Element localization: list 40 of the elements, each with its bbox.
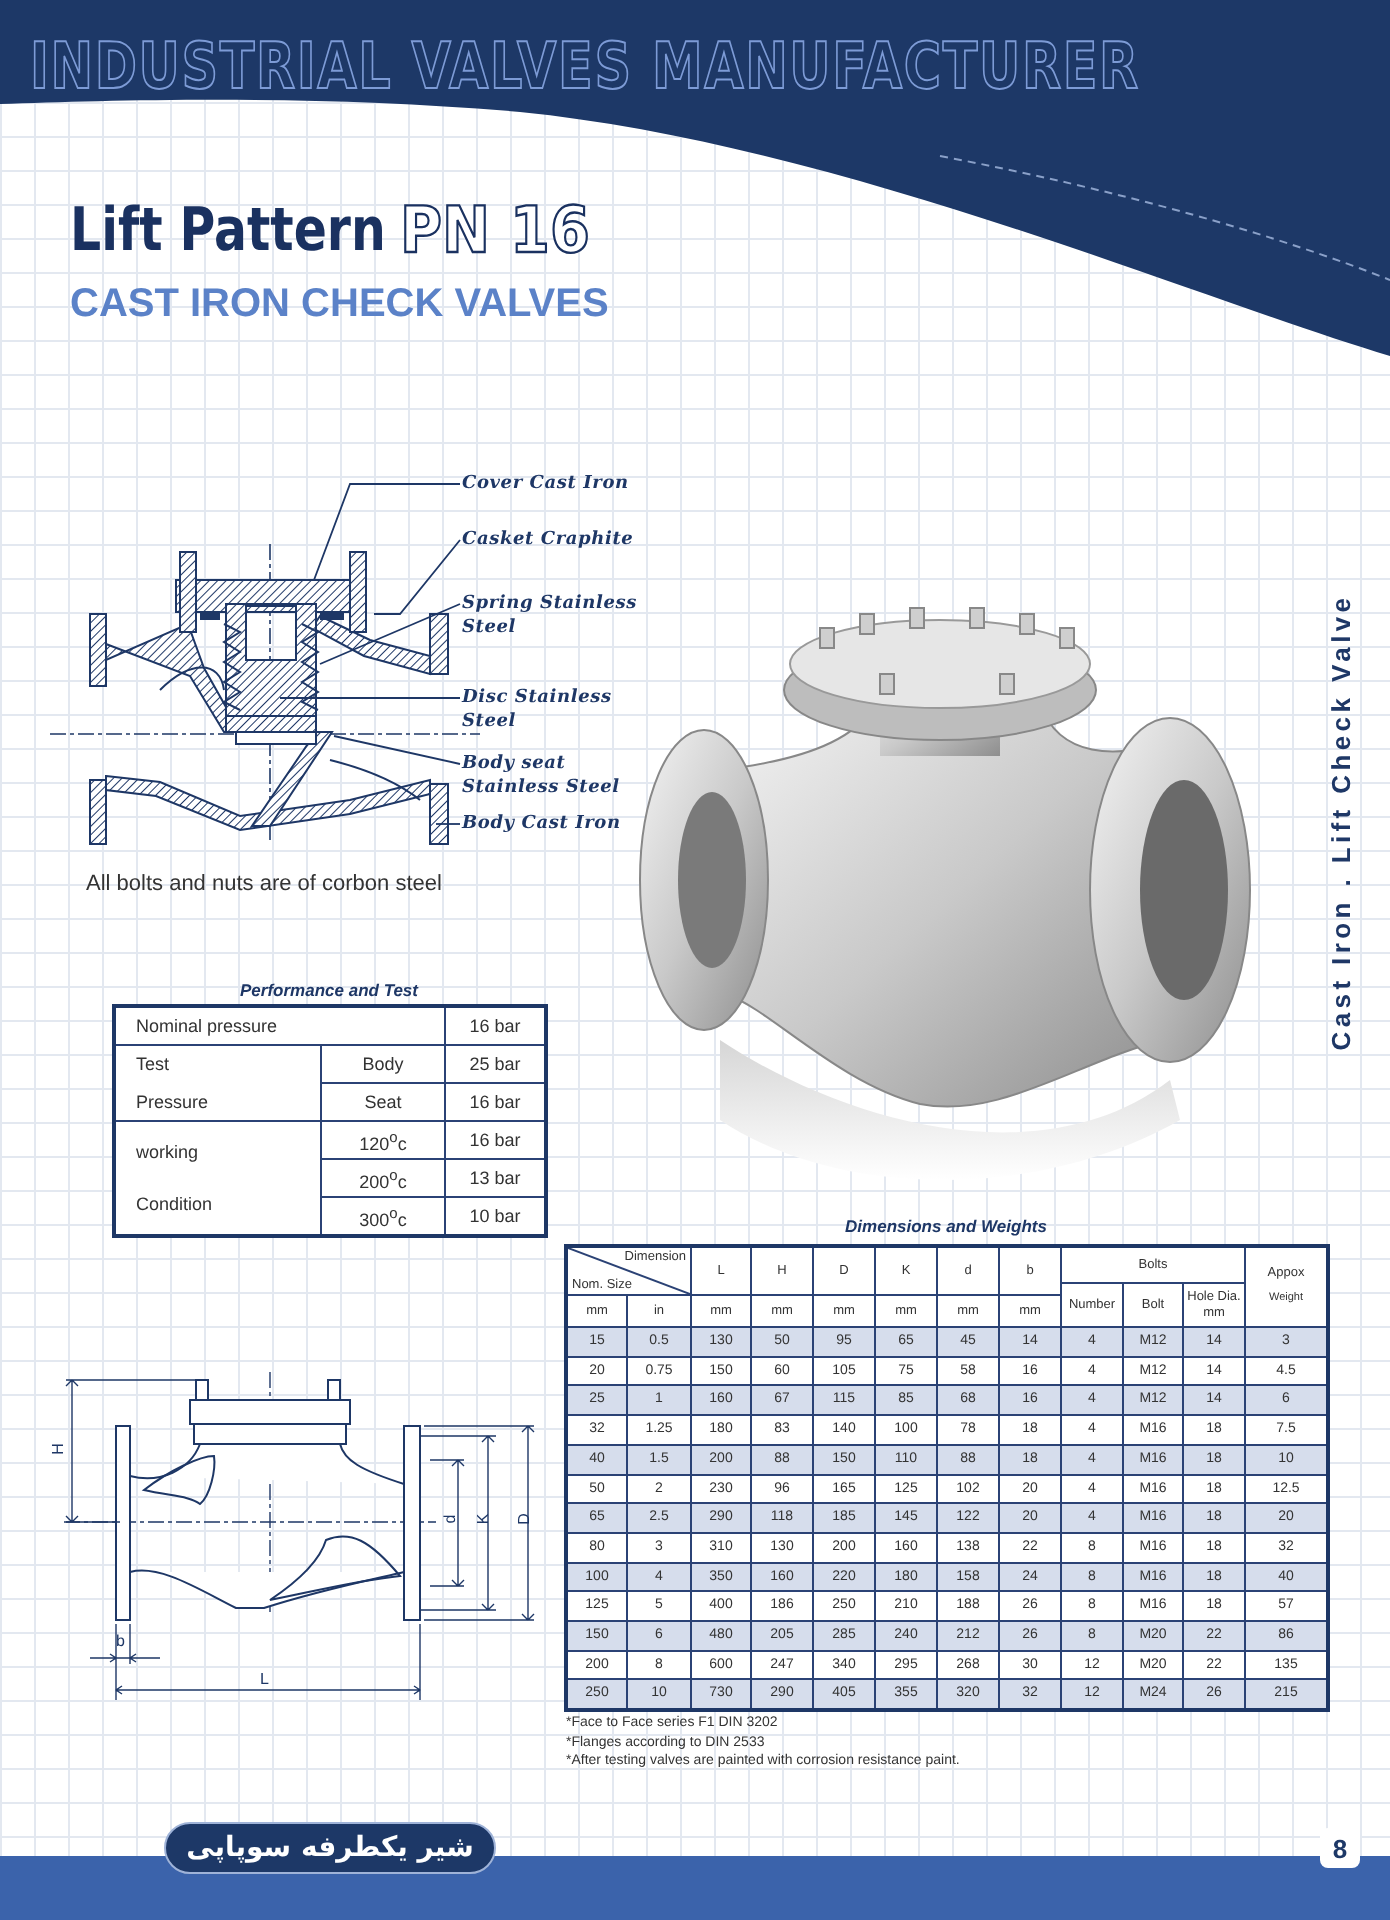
dimension-label: L xyxy=(260,1670,269,1688)
dimension-label: D xyxy=(514,1513,533,1525)
header-text: INDUSTRIAL VALVES MANUFACTURER xyxy=(30,28,1140,104)
callout-label: Casket Craphite xyxy=(462,528,682,552)
title-badge: شیر یکطرفه سوپاپی xyxy=(164,1822,496,1874)
table-cell: 10 bar xyxy=(444,1196,546,1236)
dimension-label: b xyxy=(116,1632,125,1650)
leader-line xyxy=(313,483,461,581)
callout-label: Cover Cast Iron xyxy=(462,472,682,496)
callout-label: Body Cast Iron xyxy=(462,812,682,836)
table-title: Performance and Test xyxy=(238,980,421,1004)
table-cell: Test Pressure xyxy=(114,1044,322,1122)
leader-line xyxy=(435,823,461,825)
callout-label: Spring Stainless Steel xyxy=(462,592,642,640)
table-cell: 200$^{o}$c xyxy=(320,1158,446,1198)
leader-line xyxy=(279,697,461,699)
leader-line xyxy=(333,735,461,765)
table-cell: 13 bar xyxy=(444,1158,546,1198)
side-title: Cast Iron . Lift Check Valve xyxy=(1326,592,1358,1052)
dimension-label: d xyxy=(441,1514,460,1524)
title: Lift Pattern xyxy=(70,196,386,266)
title-number: PN 16 xyxy=(400,192,590,268)
table-cell: Body xyxy=(320,1044,446,1084)
subtitle: CAST IRON CHECK VALVES xyxy=(70,282,609,328)
table-cell: Seat xyxy=(320,1082,446,1122)
dimension-label: K xyxy=(474,1513,493,1525)
table-cell: 16 bar xyxy=(444,1120,546,1160)
callout-label: Body seat Stainless Steel xyxy=(462,752,652,800)
table-cell: 16 bar xyxy=(444,1082,546,1122)
note: All bolts and nuts are of corbon steel xyxy=(86,872,442,896)
leader-line xyxy=(319,603,461,665)
table-cell: 25 bar xyxy=(444,1044,546,1084)
table-cell: 120$^{o}$c xyxy=(320,1120,446,1160)
page-number: 8 xyxy=(1320,1828,1360,1868)
table-cell: 300$^{o}$c xyxy=(320,1196,446,1236)
table-cell: working Condition xyxy=(114,1120,322,1236)
leader-line xyxy=(373,539,461,615)
table-title: Dimensions and Weights xyxy=(843,1216,1049,1240)
callout-label: Disc Stainless Steel xyxy=(462,686,642,734)
dimension-label: H xyxy=(48,1443,67,1455)
